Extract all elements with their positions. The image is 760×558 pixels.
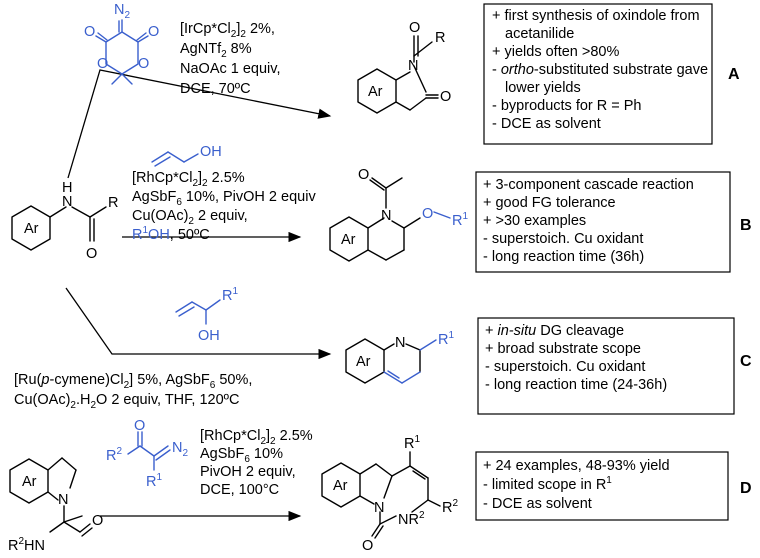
summary-box-b: + 3-component cascade reaction + good FG… [475, 171, 731, 273]
svg-text:- long reaction time (24-36h): - long reaction time (24-36h) [485, 377, 667, 393]
svg-text:- superstoich. Cu oxidant: - superstoich. Cu oxidant [485, 359, 645, 375]
tetrahydroquinoline-product: Ar N O O R1 [329, 167, 468, 262]
atom-o: O [358, 167, 369, 183]
svg-text:- limited scope in R1: - limited scope in R1 [483, 475, 612, 493]
atom-o-ring-right: O [138, 56, 149, 72]
svg-text:- byproducts for R = Ph: - byproducts for R = Ph [492, 98, 642, 114]
atom-oh: OH [200, 144, 222, 160]
svg-text:AgNTf2 8%: AgNTf2 8% [180, 41, 252, 60]
svg-text:[RhCp*Cl2]2 2.5%: [RhCp*Cl2]2 2.5% [132, 170, 245, 189]
svg-text:[IrCp*Cl2]2 2%,: [IrCp*Cl2]2 2%, [180, 21, 275, 40]
atom-n: N [58, 492, 68, 508]
atom-o: O [409, 20, 420, 36]
atom-r: R [435, 30, 445, 46]
svg-text:Cu(OAc)2.H2O 2 equiv, THF, 120: Cu(OAc)2.H2O 2 equiv, THF, 120ºC [14, 392, 239, 411]
atom-r1: R1 [452, 211, 468, 229]
atom-ar: Ar [333, 478, 348, 494]
atom-o-carbonyl: O [440, 89, 451, 105]
label-d: D [740, 480, 752, 497]
svg-text:- DCE as solvent: - DCE as solvent [483, 496, 592, 512]
summary-box-c: + in-situ DG cleavage + broad substrate … [477, 317, 735, 415]
atom-o-ether: O [422, 206, 433, 222]
arrow-route-a [67, 69, 332, 179]
svg-text:lower yields: lower yields [505, 80, 581, 96]
indole-urea-substrate: Ar N O R2HN [8, 457, 103, 554]
atom-ar: Ar [341, 232, 356, 248]
atom-o-right: O [148, 24, 159, 40]
summary-box-a: + first synthesis of oxindole from aceta… [483, 3, 713, 145]
svg-text:+ yields often >80%: + yields often >80% [492, 44, 619, 60]
atom-ar: Ar [24, 221, 39, 237]
svg-text:R1OH, 50ºC: R1OH, 50ºC [132, 225, 210, 243]
svg-text:+ in-situ DG cleavage: + in-situ DG cleavage [485, 323, 624, 339]
atom-n: N [381, 208, 391, 224]
atom-n: N [62, 194, 72, 210]
svg-text:acetanilide: acetanilide [505, 26, 574, 42]
atom-r1: R1 [146, 472, 162, 490]
oxindole-product: Ar N O R O [357, 20, 451, 114]
conditions-route-d: [RhCp*Cl2]2 2.5% AgSbF6 10% PivOH 2 equi… [200, 428, 313, 498]
label-a: A [728, 66, 740, 83]
svg-text:[RhCp*Cl2]2 2.5%: [RhCp*Cl2]2 2.5% [200, 428, 313, 447]
butenol-reagent: R1 OH [175, 286, 238, 344]
atom-ar: Ar [368, 84, 383, 100]
atom-n: N [374, 500, 384, 516]
svg-text:Cu(OAc)2 2 equiv,: Cu(OAc)2 2 equiv, [132, 208, 248, 227]
svg-text:DCE, 100°C: DCE, 100°C [200, 482, 279, 498]
atom-o-left: O [84, 24, 95, 40]
svg-text:+ 24 examples, 48-93% yield: + 24 examples, 48-93% yield [483, 458, 670, 474]
atom-n2: N2 [172, 440, 188, 459]
atom-r1: R1 [222, 286, 238, 304]
atom-oh: OH [198, 328, 220, 344]
label-c: C [740, 353, 752, 370]
conditions-route-c: [Ru(p-cymene)Cl2] 5%, AgSbF6 50%, Cu(OAc… [14, 372, 252, 411]
svg-text:+ first synthesis of oxindole: + first synthesis of oxindole from [492, 8, 700, 24]
svg-text:+ good FG tolerance: + good FG tolerance [483, 195, 616, 211]
arrow-route-c [65, 287, 332, 360]
atom-ar: Ar [356, 354, 371, 370]
quinoline-product: Ar N R1 [345, 330, 454, 384]
atom-r: R [108, 195, 118, 211]
atom-r2: R2 [442, 498, 458, 516]
atom-ar: Ar [22, 474, 37, 490]
svg-text:DCE, 70ºC: DCE, 70ºC [180, 81, 251, 97]
atom-r1: R1 [438, 330, 454, 348]
atom-r2: R2 [106, 446, 122, 464]
atom-o: O [362, 538, 373, 554]
svg-text:- long reaction time (36h): - long reaction time (36h) [483, 249, 644, 265]
summary-box-d: + 24 examples, 48-93% yield - limited sc… [475, 451, 729, 521]
pyrimidoindolone-product: Ar N O NR2 R1 R2 [321, 434, 458, 554]
atom-h: H [62, 180, 72, 196]
svg-text:+ broad substrate scope: + broad substrate scope [485, 341, 641, 357]
svg-text:AgSbF6 10%: AgSbF6 10% [200, 446, 283, 465]
diazoketone-reagent: O R2 N2 R1 [106, 418, 188, 490]
atom-r2hn: R2HN [8, 536, 45, 554]
atom-o-ring-left: O [97, 56, 108, 72]
svg-text:NaOAc 1 equiv,: NaOAc 1 equiv, [180, 61, 280, 77]
atom-o: O [134, 418, 145, 434]
svg-text:[Ru(p-cymene)Cl2] 5%, AgSbF6 5: [Ru(p-cymene)Cl2] 5%, AgSbF6 50%, [14, 372, 252, 391]
svg-text:AgSbF6 10%, PivOH 2 equiv: AgSbF6 10%, PivOH 2 equiv [132, 189, 316, 208]
atom-n: N [395, 335, 405, 351]
svg-text:- DCE as solvent: - DCE as solvent [492, 116, 601, 132]
svg-text:PivOH 2 equiv,: PivOH 2 equiv, [200, 464, 296, 480]
svg-text:- ortho-substituted substrate: - ortho-substituted substrate gave [492, 62, 708, 78]
atom-o: O [86, 246, 97, 262]
atom-n2: N2 [114, 2, 130, 21]
label-b: B [740, 217, 752, 234]
conditions-route-b: [RhCp*Cl2]2 2.5% AgSbF6 10%, PivOH 2 equ… [132, 170, 316, 243]
svg-text:+ 3-component cascade reaction: + 3-component cascade reaction [483, 177, 694, 193]
atom-r1: R1 [404, 434, 420, 452]
atom-n: N [408, 58, 418, 74]
allyl-alcohol-reagent: OH [151, 144, 222, 167]
atom-o: O [92, 513, 103, 529]
diazo-meldrum-reagent: N2 O O O O [84, 2, 159, 85]
svg-text:+ >30 examples: + >30 examples [483, 213, 586, 229]
svg-text:- superstoich. Cu oxidant: - superstoich. Cu oxidant [483, 231, 643, 247]
acetanilide-structure: Ar N H O R [11, 180, 118, 262]
atom-nr2: NR2 [398, 510, 425, 528]
conditions-route-a: [IrCp*Cl2]2 2%, AgNTf2 8% NaOAc 1 equiv,… [180, 21, 280, 97]
